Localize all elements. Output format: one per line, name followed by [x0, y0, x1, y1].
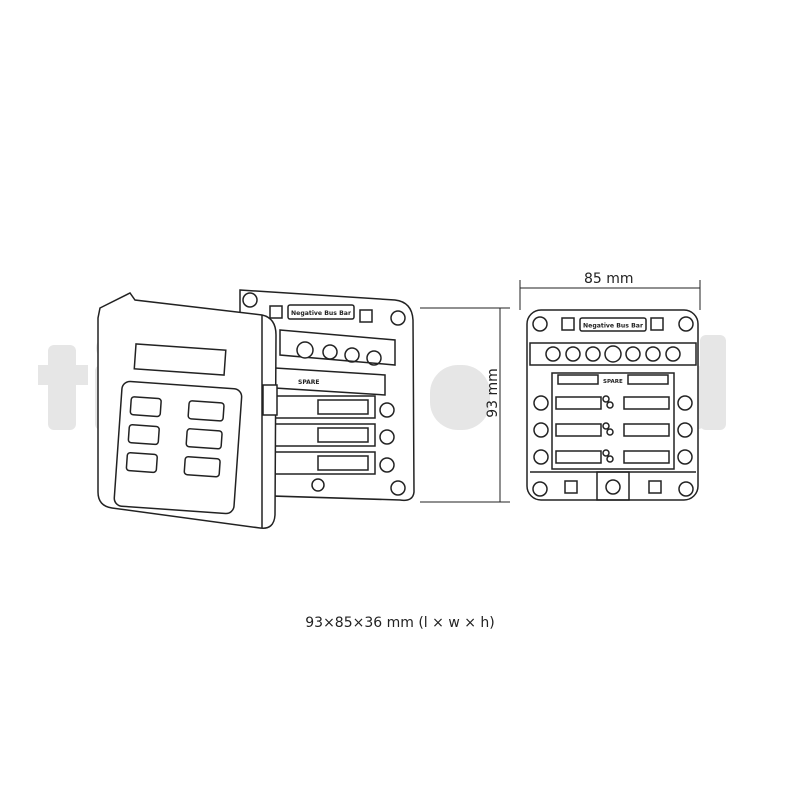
fuse-box-cover [97, 292, 278, 529]
width-dimension-label: 85 mm [584, 271, 634, 287]
spare-label-front: SPARE [603, 379, 623, 385]
bus-bar-label: Negative Bus Bar [291, 309, 352, 317]
bus-bar-label-front: Negative Bus Bar [583, 322, 644, 330]
dimensions-caption: 93×85×36 mm (l × w × h) [305, 615, 495, 631]
spare-label: SPARE [298, 379, 320, 386]
dimension-lines [420, 280, 701, 503]
fuse-box-perspective: Negative Bus Bar SPARE [239, 289, 415, 502]
fuse-box-front-view: Negative Bus Bar SPARE [526, 309, 699, 501]
height-dimension-label: 93 mm [484, 368, 501, 418]
